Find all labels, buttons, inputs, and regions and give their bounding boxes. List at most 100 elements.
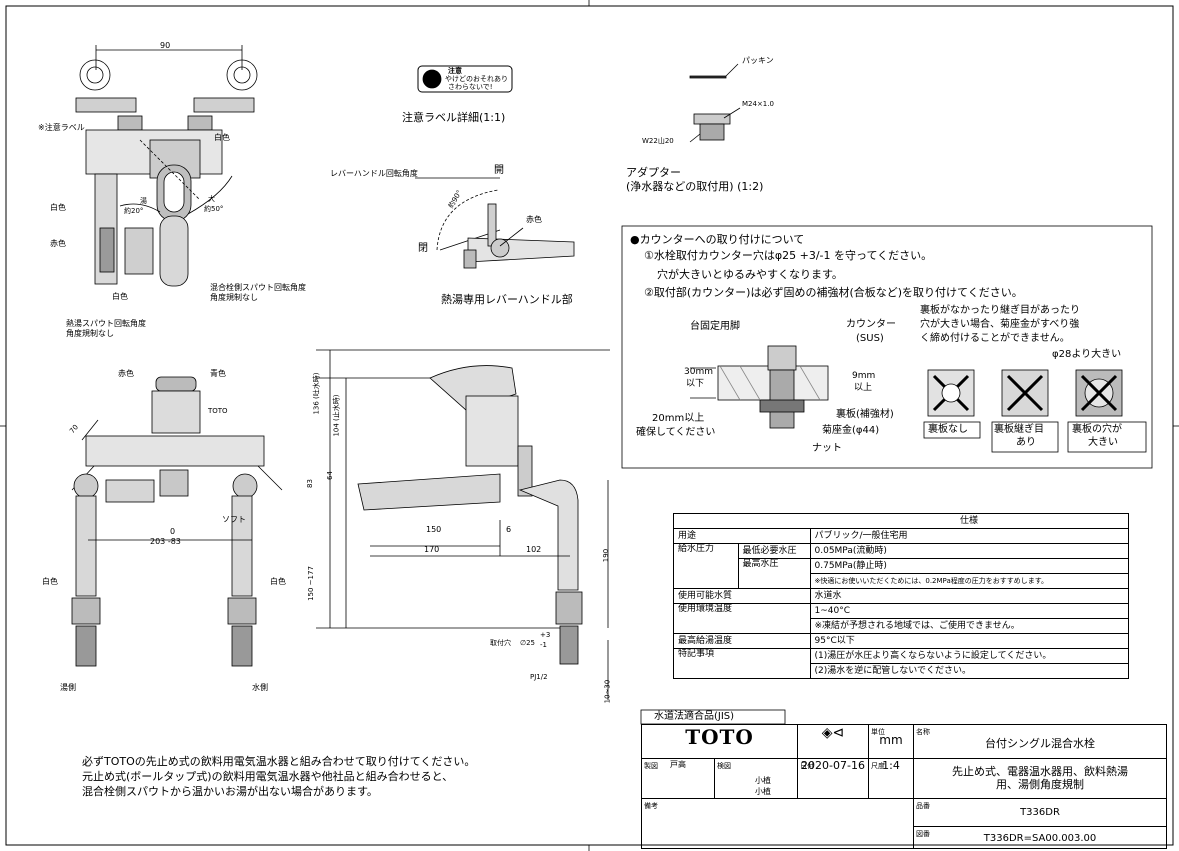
footnote-line-3: 混合栓側スパウトから温かいお湯が出ない場合があります。 bbox=[82, 785, 378, 798]
spec-max-value: 0.75MPa(静止時) bbox=[809, 558, 1129, 574]
open-label: 開 bbox=[494, 165, 504, 176]
plan-view bbox=[75, 45, 258, 287]
dim-83: 83 bbox=[305, 479, 314, 488]
hole-tolerance-minus: -1 bbox=[540, 641, 547, 649]
dim-170: 170 bbox=[424, 545, 440, 554]
hot-lever-view bbox=[415, 177, 575, 269]
check-label: 検図 bbox=[717, 762, 731, 770]
dim-150: 150 bbox=[426, 525, 442, 534]
sus-label: (SUS) bbox=[856, 333, 884, 344]
scale-label: 尺度 bbox=[871, 762, 885, 770]
caution-text-2: やけどのおそれあり bbox=[445, 75, 508, 83]
hole-diameter: ∅25 bbox=[520, 639, 536, 647]
dim-190: 190 bbox=[602, 548, 611, 563]
name-label: 名称 bbox=[916, 728, 930, 736]
spec-water-value: 水道水 bbox=[809, 588, 1129, 604]
toto-mark-label: TOTO bbox=[208, 407, 228, 415]
spec-temp-note: ※凍結が予想される地域では、ご使用できません。 bbox=[809, 618, 1129, 634]
w22-label: W22山20 bbox=[642, 137, 674, 145]
footnote-line-2: 元止め式(ボールタップ式)の飲料用電気温水器や他社品と組み合わせると、 bbox=[82, 770, 454, 783]
white-color-label: 白色 bbox=[270, 577, 286, 586]
angle-50: 約50° bbox=[204, 205, 224, 213]
spec-feature-label: 特記事項 bbox=[673, 648, 811, 679]
red-color-label: 赤色 bbox=[50, 239, 66, 248]
white-color-label: 白色 bbox=[50, 203, 66, 212]
adapter-view bbox=[689, 63, 741, 143]
scale-value: 1:4 bbox=[882, 759, 900, 772]
adapter-title: アダプター bbox=[626, 166, 681, 179]
m24-label: M24×1.0 bbox=[742, 100, 774, 108]
dim-150-177: 150 ~177 bbox=[306, 566, 315, 601]
install-line-1: ①水栓取付カウンター穴はφ25 +3/-1 を守ってください。 bbox=[644, 249, 933, 262]
drawn-label: 製図 bbox=[644, 762, 658, 770]
angle-unrestricted-label: 角度規制なし bbox=[66, 329, 114, 338]
drawing-number: T336DR=SA00.003.00 bbox=[983, 833, 1097, 844]
spec-use-value: パブリック/一般住宅用 bbox=[809, 528, 1129, 544]
date-label: 日付 bbox=[800, 762, 814, 770]
footnote-line-1: 必ずTOTOの先止め式の飲料用電気温水器と組み合わせて取り付けてください。 bbox=[82, 755, 476, 768]
nut-label: ナット bbox=[812, 443, 842, 454]
mount-hole-label: 取付穴 bbox=[490, 639, 511, 647]
case-seam-1: 裏板継ぎ目 bbox=[994, 424, 1044, 435]
red-color-label: 赤色 bbox=[526, 215, 542, 224]
jis-label: 水道法適合品(JIS) bbox=[654, 711, 735, 722]
hot-spout-label: 熱湯スパウト回転角度 bbox=[66, 319, 146, 328]
dim-20mm: 20mm以上 bbox=[652, 413, 705, 424]
dim-9mm: 9mm bbox=[852, 371, 876, 381]
spec-temp-value: 1~40°C bbox=[809, 603, 1129, 619]
blue-color-label: 青色 bbox=[210, 369, 226, 378]
install-line-2: 穴が大きいとゆるみやすくなります。 bbox=[657, 268, 843, 281]
hot-side-label: 湯側 bbox=[60, 683, 76, 692]
spec-min-value: 0.05MPa(流動時) bbox=[809, 543, 1129, 559]
dim-203: 203 -83 bbox=[150, 537, 181, 546]
case-big-hole-1: 裏板の穴が bbox=[1072, 424, 1122, 435]
front-view bbox=[71, 376, 283, 667]
phi28-label: φ28より大きい bbox=[1052, 349, 1122, 360]
backing-label: 裏板(補強材) bbox=[836, 409, 894, 420]
dim-30mm: 30mm bbox=[684, 367, 713, 377]
drawn-value: 戸高 bbox=[670, 760, 686, 769]
part-number: T336DR bbox=[1020, 807, 1060, 818]
adapter-subtitle: (浄水器などの取付用) (1:2) bbox=[626, 180, 764, 193]
desc-line-2: 用、湯側角度規制 bbox=[996, 778, 1084, 791]
install-note-2: 穴が大きい場合、菊座金がすべり強 bbox=[920, 319, 1080, 330]
hot-lever-title: 熱湯専用レバーハンドル部 bbox=[441, 293, 573, 306]
spec-water-label: 使用可能水質 bbox=[673, 588, 811, 604]
angle-20: 約20° bbox=[124, 207, 144, 215]
spec-min-label: 最低必要水圧 bbox=[737, 543, 811, 559]
caution-label-callout: ※注意ラベル bbox=[38, 123, 85, 132]
caution-label-detail-title: 注意ラベル詳細(1:1) bbox=[402, 111, 506, 124]
hot-label: 湯 bbox=[140, 197, 147, 205]
remarks-label: 備考 bbox=[644, 802, 658, 810]
toto-logo: TOTO bbox=[685, 725, 754, 749]
product-name: 台付シングル混合水栓 bbox=[985, 737, 1095, 750]
close-label: 閉 bbox=[418, 243, 428, 254]
white-color-label: 白色 bbox=[112, 292, 128, 301]
lever-rotation-label: レバーハンドル回転角度 bbox=[330, 169, 418, 178]
spec-hot-value: 95°C以下 bbox=[809, 633, 1129, 649]
install-note-1: 裏板がなかったり継ぎ目があったり bbox=[920, 305, 1080, 316]
dim-10-30: 10~30 bbox=[603, 679, 612, 704]
install-line-3: ②取付部(カウンター)は必ず固めの補強材(合板など)を取り付けてください。 bbox=[644, 286, 1023, 299]
case-seam-2: あり bbox=[1016, 437, 1036, 448]
spec-feature-1: (1)湯圧が水圧より高くならないように設定してください。 bbox=[809, 648, 1129, 664]
unit-value: mm bbox=[879, 733, 903, 747]
dim-0: 0 bbox=[170, 527, 176, 536]
packing-label: パッキン bbox=[742, 56, 774, 65]
case-no-backing: 裏板なし bbox=[928, 424, 968, 435]
spec-header: 仕様 bbox=[810, 513, 1129, 529]
install-note-3: く締め付けることができません。 bbox=[920, 333, 1070, 344]
spec-feature-2: (2)湯水を逆に配管しないでください。 bbox=[809, 663, 1129, 679]
hole-tolerance-plus: +3 bbox=[540, 631, 551, 639]
mount-leg-label: 台固定用脚 bbox=[690, 321, 740, 332]
white-color-label: 白色 bbox=[42, 577, 58, 586]
dim-20mm-note: 確保してください bbox=[636, 427, 716, 438]
install-section bbox=[690, 345, 1147, 453]
dim-6: 6 bbox=[506, 525, 512, 534]
unit-label: 単位 bbox=[871, 728, 885, 736]
spec-max-label: 最高水圧 bbox=[737, 558, 811, 589]
caution-text-1: 注意 bbox=[448, 67, 462, 75]
